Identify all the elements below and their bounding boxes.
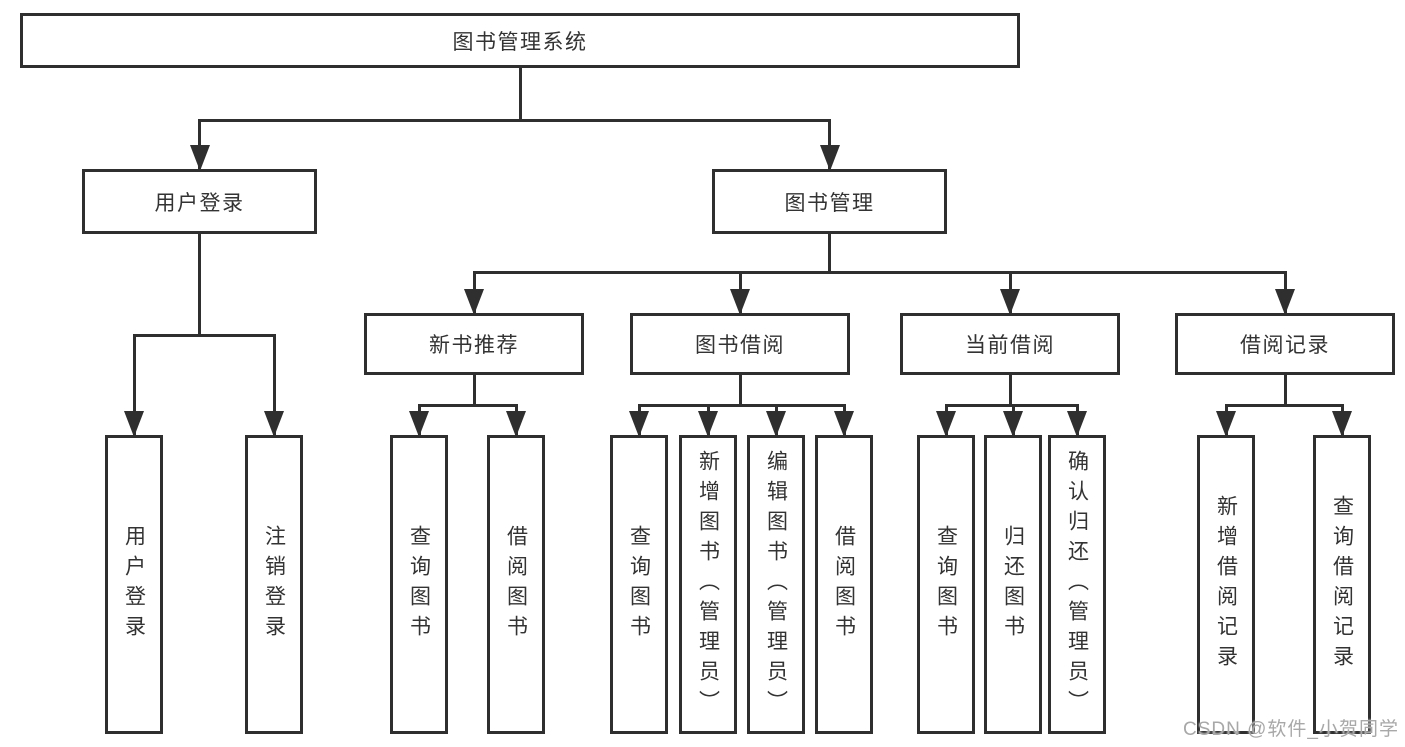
node-label-leaf-bb-borrow: 借阅图书 [832, 524, 856, 645]
node-leaf-bb-borrow: 借阅图书 [815, 435, 873, 734]
arrowhead-down-icon [766, 411, 786, 437]
node-label-book-borrow: 图书借阅 [695, 334, 785, 357]
node-current-borrow: 当前借阅 [900, 313, 1120, 375]
arrowhead-down-icon [834, 411, 854, 437]
node-borrow-records: 借阅记录 [1175, 313, 1395, 375]
connector-vline [828, 234, 831, 272]
arrowhead-down-icon [698, 411, 718, 437]
node-leaf-user-login: 用户登录 [105, 435, 163, 734]
connector-hline [473, 271, 1287, 274]
arrowhead-down-icon [264, 411, 284, 437]
node-label-new-book-rec: 新书推荐 [429, 334, 519, 357]
arrowhead-down-icon [409, 411, 429, 437]
arrowhead-down-icon [1003, 411, 1023, 437]
node-leaf-logout: 注销登录 [245, 435, 303, 734]
arrowhead-down-icon [936, 411, 956, 437]
node-leaf-bb-add: 新增图书（管理员） [679, 435, 737, 734]
node-label-leaf-br-add: 新增借阅记录 [1214, 494, 1238, 675]
node-leaf-cb-query: 查询图书 [917, 435, 975, 734]
node-label-root: 图书管理系统 [452, 30, 588, 54]
connector-hline [198, 119, 831, 122]
node-root: 图书管理系统 [20, 13, 1020, 68]
arrowhead-down-icon [1000, 289, 1020, 315]
connector-vline [273, 335, 276, 435]
connector-hline [418, 404, 518, 407]
node-label-leaf-cb-return: 归还图书 [1001, 524, 1025, 645]
node-label-leaf-rec-query: 查询图书 [407, 524, 431, 645]
node-label-leaf-bb-query: 查询图书 [627, 524, 651, 645]
node-leaf-bb-query: 查询图书 [610, 435, 668, 734]
arrowhead-down-icon [1216, 411, 1236, 437]
node-label-borrow-records: 借阅记录 [1240, 334, 1330, 357]
node-leaf-rec-query: 查询图书 [390, 435, 448, 734]
node-label-leaf-br-query: 查询借阅记录 [1330, 494, 1354, 675]
node-leaf-br-add: 新增借阅记录 [1197, 435, 1255, 734]
connector-vline [133, 335, 136, 435]
arrowhead-down-icon [189, 145, 210, 171]
node-label-leaf-bb-add: 新增图书（管理员） [696, 449, 720, 720]
connector-vline [198, 120, 201, 169]
connector-hline [133, 334, 276, 337]
node-leaf-cb-confirm: 确认归还（管理员） [1048, 435, 1106, 734]
node-leaf-br-query: 查询借阅记录 [1313, 435, 1371, 734]
connector-vline [1284, 375, 1287, 405]
watermark: CSDN @软件_小贺同学 [1183, 719, 1399, 740]
connector-vline [519, 68, 522, 120]
arrowhead-down-icon [819, 145, 840, 171]
node-label-current-borrow: 当前借阅 [965, 334, 1055, 357]
node-label-leaf-user-login: 用户登录 [122, 524, 146, 645]
arrowhead-down-icon [464, 289, 484, 315]
node-new-book-rec: 新书推荐 [364, 313, 584, 375]
node-label-leaf-cb-confirm: 确认归还（管理员） [1065, 449, 1089, 720]
connector-vline [828, 120, 831, 169]
node-leaf-bb-edit: 编辑图书（管理员） [747, 435, 805, 734]
node-label-leaf-logout: 注销登录 [262, 524, 286, 645]
node-label-leaf-rec-borrow: 借阅图书 [504, 524, 528, 645]
arrowhead-down-icon [1332, 411, 1352, 437]
node-leaf-rec-borrow: 借阅图书 [487, 435, 545, 734]
arrowhead-down-icon [124, 411, 144, 437]
node-label-leaf-cb-query: 查询图书 [934, 524, 958, 645]
connector-hline [1225, 404, 1344, 407]
node-label-book-mgmt: 图书管理 [784, 191, 875, 215]
arrowhead-down-icon [629, 411, 649, 437]
node-label-user-login: 用户登录 [154, 191, 245, 215]
node-book-mgmt: 图书管理 [712, 169, 947, 234]
connector-vline [198, 234, 201, 335]
node-label-leaf-bb-edit: 编辑图书（管理员） [764, 449, 788, 720]
arrowhead-down-icon [1067, 411, 1087, 437]
node-book-borrow: 图书借阅 [630, 313, 850, 375]
arrowhead-down-icon [506, 411, 526, 437]
connector-hline [638, 404, 846, 407]
arrowhead-down-icon [730, 289, 750, 315]
node-leaf-cb-return: 归还图书 [984, 435, 1042, 734]
connector-vline [473, 375, 476, 405]
connector-vline [1009, 375, 1012, 405]
connector-vline [739, 375, 742, 405]
node-user-login: 用户登录 [82, 169, 317, 234]
arrowhead-down-icon [1275, 289, 1295, 315]
